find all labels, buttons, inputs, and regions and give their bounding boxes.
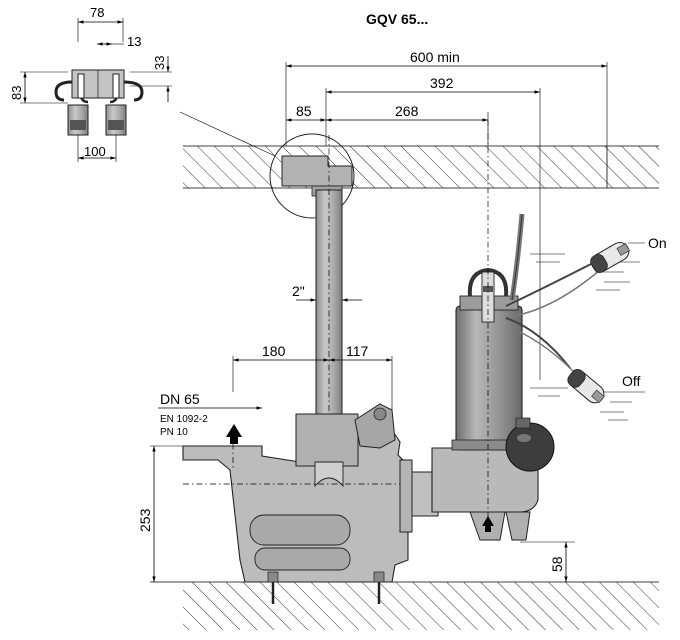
- diagram-title: GQV 65...: [366, 11, 428, 27]
- float-off-label: Off: [622, 373, 641, 389]
- dim-392: 392: [430, 75, 454, 91]
- flange-size: DN 65: [160, 391, 200, 407]
- float-switch-off: Off: [567, 369, 641, 404]
- dim-2-inch: 2": [292, 283, 305, 299]
- float-on-label: On: [648, 235, 667, 251]
- float-switch-on: On: [590, 235, 667, 273]
- dim-600-min: 600 min: [410, 49, 460, 65]
- dim-100: 100: [84, 144, 106, 159]
- dim-268: 268: [395, 103, 419, 119]
- dim-180: 180: [262, 343, 286, 359]
- dim-78: 78: [90, 5, 104, 20]
- dim-83: 83: [9, 86, 24, 100]
- pump: [431, 120, 539, 541]
- base-casting: [182, 403, 440, 604]
- float-ball: [505, 417, 555, 472]
- dim-33: 33: [152, 56, 167, 70]
- bracket-detail: 78 13 33 83 100: [9, 5, 172, 162]
- dim-58: 58: [549, 556, 565, 572]
- flange-standard: EN 1092-2: [160, 414, 208, 425]
- base-dimensions: 180 117: [232, 343, 393, 410]
- flange-label: DN 65 EN 1092-2 PN 10: [158, 391, 262, 438]
- ceiling-slab: [183, 145, 659, 189]
- float-cables: [505, 261, 601, 377]
- dim-85: 85: [296, 103, 312, 119]
- dim-253: 253: [137, 508, 153, 532]
- dim-117: 117: [346, 343, 369, 359]
- dim-13: 13: [127, 34, 141, 49]
- flange-pressure: PN 10: [160, 427, 188, 438]
- floor-slab: [150, 581, 659, 630]
- height-dimensions: 253 58: [137, 445, 575, 582]
